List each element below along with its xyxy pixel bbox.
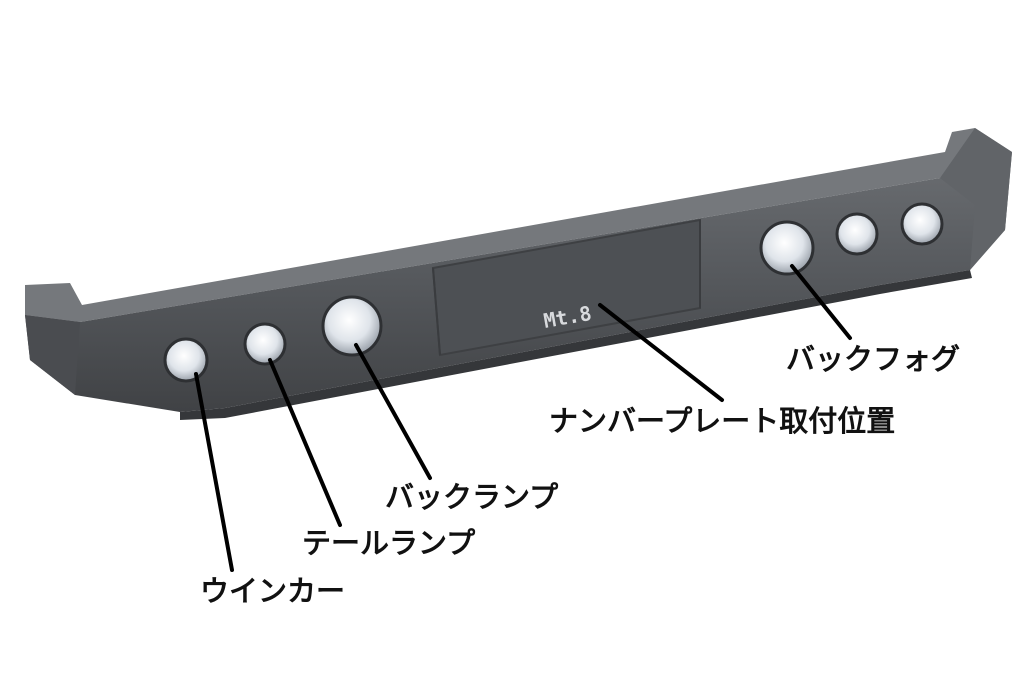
leader-fog xyxy=(790,264,852,340)
tail-lamp xyxy=(243,322,287,366)
back-lamp xyxy=(321,295,383,357)
bumper-top-face xyxy=(25,128,1012,322)
leader-tail xyxy=(268,358,342,527)
side-lamp-1 xyxy=(835,212,879,256)
callout-label-back-fog: バックフォグ xyxy=(786,342,961,376)
leader-lines xyxy=(194,264,852,572)
bumper-right-end xyxy=(940,128,1012,270)
back-fog-lamp xyxy=(759,220,815,276)
leader-turn xyxy=(194,372,234,572)
bumper-left-end xyxy=(22,290,80,395)
panel-seam-left xyxy=(432,267,441,356)
callout-label-tail-lamp: テールランプ xyxy=(302,526,476,560)
lamps xyxy=(163,202,944,383)
callout-label-turn-signal: ウインカー xyxy=(200,574,346,608)
leader-back xyxy=(354,343,432,480)
leader-plate xyxy=(598,303,724,402)
callout-label-back-lamp: バックランプ xyxy=(385,480,559,514)
turn-signal-lamp xyxy=(163,337,209,383)
callout-label-plate-position: ナンバープレート取付位置 xyxy=(549,404,896,438)
side-lamp-2 xyxy=(900,202,944,246)
